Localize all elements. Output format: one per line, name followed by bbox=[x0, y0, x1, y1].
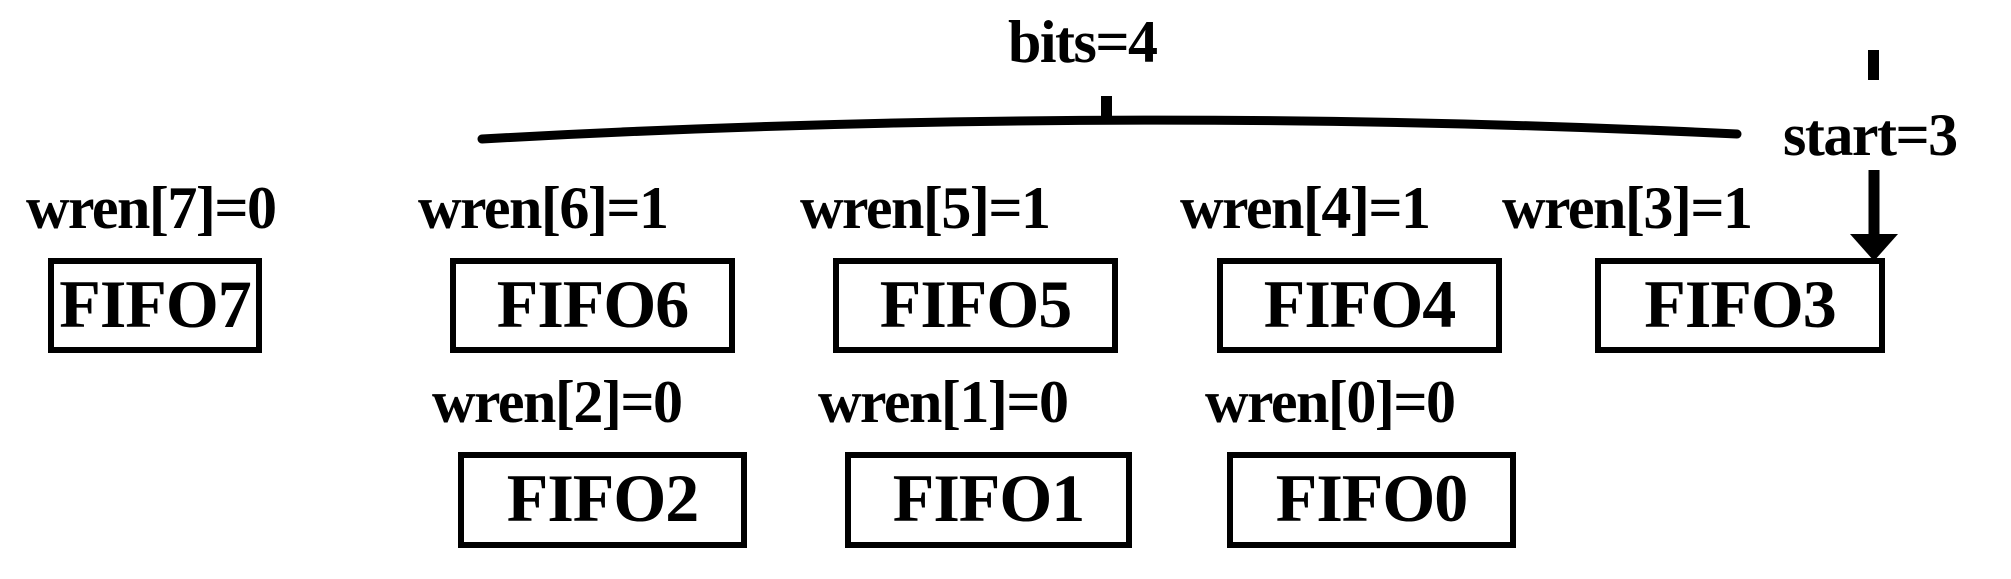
wren-label-4: wren[4]=1 bbox=[1180, 175, 1431, 241]
wren-label-7: wren[7]=0 bbox=[26, 175, 277, 241]
bits-span-caption: bits=4 bbox=[1008, 9, 1158, 75]
wren-label-6: wren[6]=1 bbox=[418, 175, 669, 241]
fifo-box-label-6: FIFO6 bbox=[496, 265, 689, 342]
fifo-box-1[interactable]: FIFO1 bbox=[845, 452, 1132, 548]
fifo-box-7[interactable]: FIFO7 bbox=[48, 258, 262, 353]
fifo-box-label-7: FIFO7 bbox=[59, 265, 251, 342]
fifo-box-6[interactable]: FIFO6 bbox=[450, 258, 735, 353]
start-pointer-caption: start=3 bbox=[1783, 102, 1958, 168]
fifo-box-0[interactable]: FIFO0 bbox=[1227, 452, 1516, 548]
wren-label-3: wren[3]=1 bbox=[1502, 175, 1753, 241]
wren-label-5: wren[5]=1 bbox=[800, 175, 1051, 241]
wren-label-1: wren[1]=0 bbox=[818, 369, 1069, 435]
start-tick bbox=[1868, 50, 1879, 80]
wren-label-0: wren[0]=0 bbox=[1205, 369, 1456, 435]
fifo-box-label-1: FIFO1 bbox=[892, 460, 1085, 536]
fifo-box-4[interactable]: FIFO4 bbox=[1217, 258, 1502, 353]
fifo-box-3[interactable]: FIFO3 bbox=[1595, 258, 1885, 353]
fifo-box-label-0: FIFO0 bbox=[1275, 460, 1468, 536]
fifo-box-label-3: FIFO3 bbox=[1644, 265, 1836, 342]
fifo-box-label-4: FIFO4 bbox=[1263, 265, 1456, 342]
wren-label-2: wren[2]=0 bbox=[432, 369, 683, 435]
fifo-box-label-2: FIFO2 bbox=[506, 460, 699, 536]
bits-tick bbox=[1101, 96, 1112, 120]
fifo-box-2[interactable]: FIFO2 bbox=[458, 452, 747, 548]
bits-span-brace bbox=[477, 115, 1742, 144]
fifo-box-label-5: FIFO5 bbox=[879, 265, 1072, 342]
fifo-box-5[interactable]: FIFO5 bbox=[833, 258, 1118, 353]
start-arrow-head bbox=[1850, 234, 1898, 261]
